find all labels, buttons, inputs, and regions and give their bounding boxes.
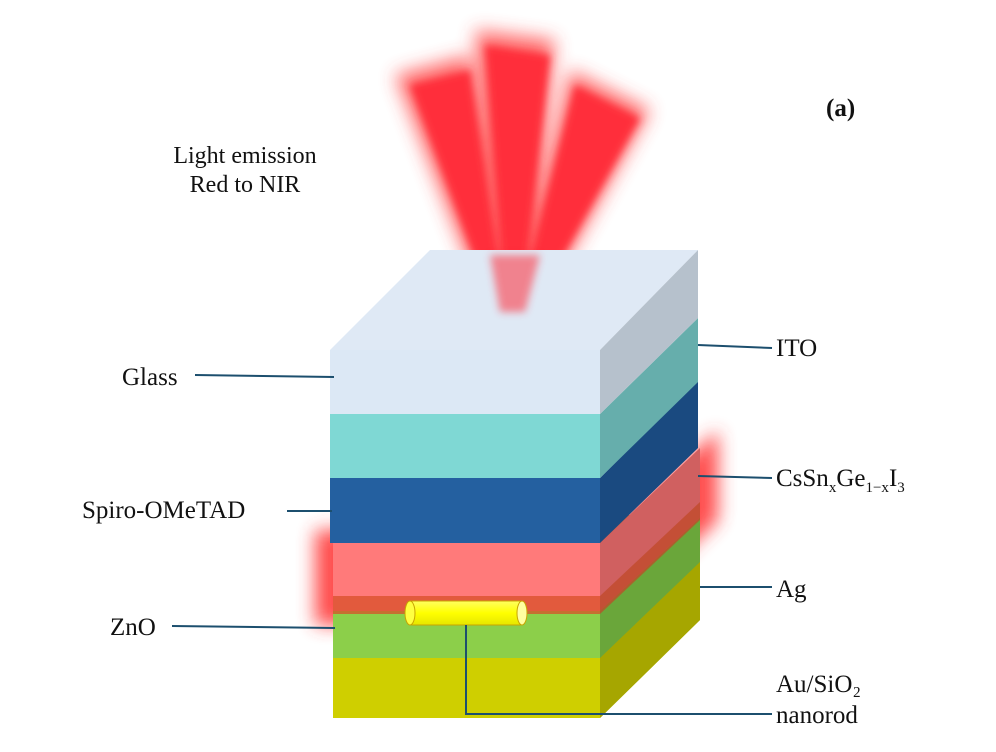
panel-label: (a) bbox=[826, 95, 856, 122]
label-ag: Ag bbox=[776, 576, 807, 603]
layer-spiro bbox=[330, 380, 698, 543]
leader-perovskite bbox=[697, 475, 773, 479]
label-nanorod-line2: nanorod bbox=[776, 702, 858, 729]
label-nanorod-line1: Au/SiO₂ bbox=[776, 671, 862, 698]
leader-ito bbox=[697, 344, 773, 349]
label-perovskite-ge: Ge bbox=[836, 465, 866, 492]
label-glass: Glass bbox=[122, 364, 178, 391]
label-perovskite-sub-1x: 1−x bbox=[865, 480, 889, 496]
label-perovskite-sub-3: 3 bbox=[897, 480, 905, 496]
label-perovskite: CsSnxGe1−xI3 bbox=[776, 466, 905, 496]
emission-base bbox=[490, 255, 540, 312]
layer-ito bbox=[330, 318, 698, 478]
leader-lines bbox=[171, 344, 773, 715]
leader-glass bbox=[194, 374, 335, 378]
nanorod bbox=[404, 600, 528, 626]
leader-zno bbox=[171, 625, 336, 629]
emission-caption-line2: Red to NIR bbox=[189, 171, 301, 198]
emission-caption: Light emission Red to NIR bbox=[140, 142, 350, 200]
leader-nanorod bbox=[465, 625, 772, 715]
label-perovskite-base: CsSn bbox=[776, 465, 829, 492]
label-zno: ZnO bbox=[110, 614, 156, 641]
emission-beam-center bbox=[485, 45, 550, 310]
label-ito: ITO bbox=[776, 335, 818, 362]
label-perovskite-i: I bbox=[888, 465, 898, 492]
label-perovskite-sub-x: x bbox=[828, 480, 837, 496]
emission-caption-line1: Light emission bbox=[173, 143, 317, 169]
label-spiro: Spiro-OMeTAD bbox=[82, 497, 246, 524]
